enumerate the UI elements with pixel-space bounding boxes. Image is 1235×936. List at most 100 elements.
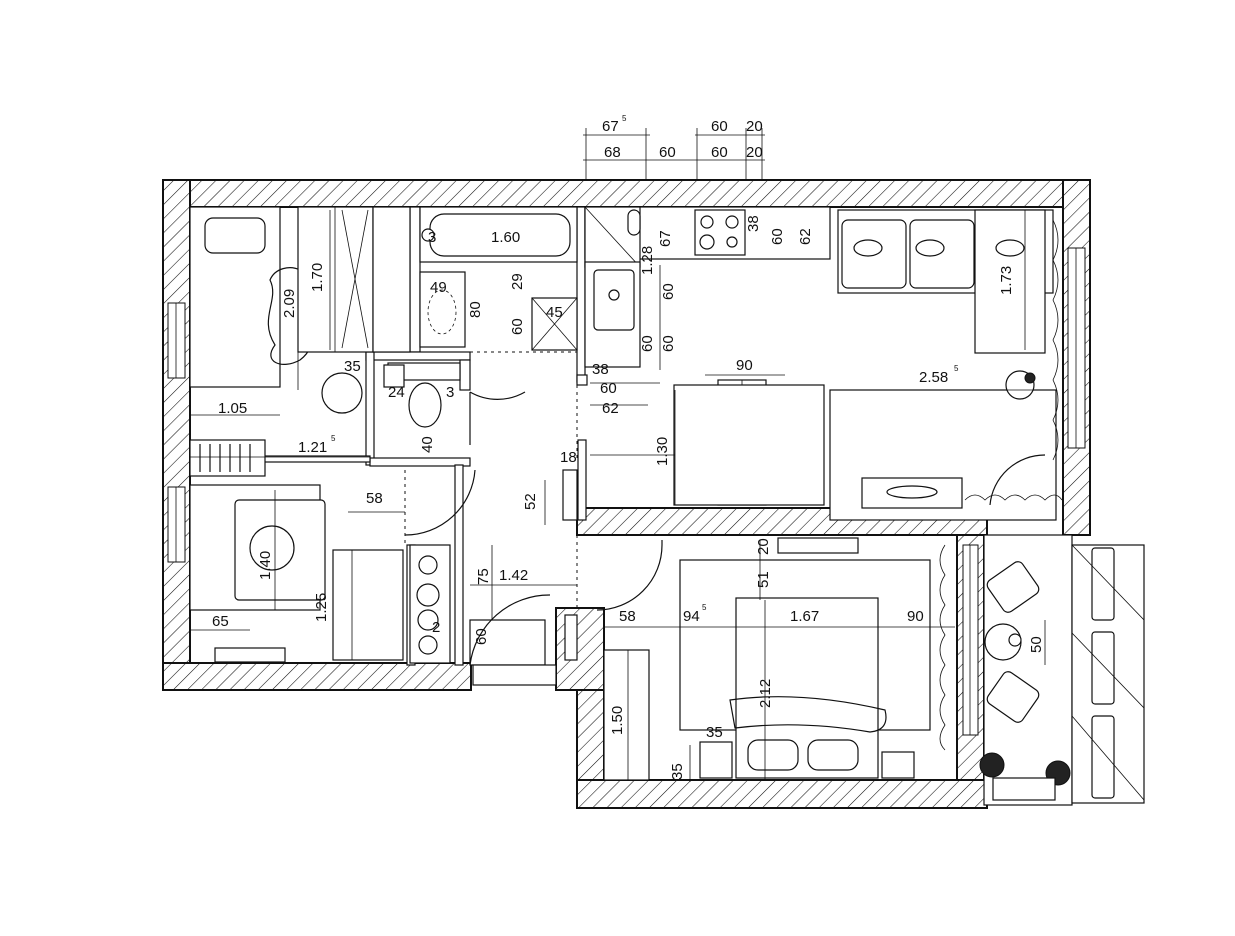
desk-chair	[249, 525, 295, 571]
dim-bath-49: 49	[430, 279, 447, 296]
wall-left	[162, 179, 191, 691]
dim-hall-142: 1.42	[499, 567, 528, 584]
balcony-chair	[986, 561, 1040, 613]
dim-bed2-58: 58	[619, 608, 636, 625]
dim-k-60d: 60	[660, 335, 677, 352]
dim-k-60e: 60	[600, 380, 617, 397]
dim-wc-35: 35	[344, 358, 361, 375]
dim-bed2-94-sup: 5	[702, 603, 707, 612]
dim-liv-258: 2.58	[919, 369, 948, 386]
washbasin-cabinet	[419, 271, 466, 348]
hob	[694, 209, 746, 256]
dimension-lines	[190, 128, 1046, 782]
dim-k-60b: 60	[660, 283, 677, 300]
dim-desk-140: 1.40	[257, 551, 274, 580]
dim-top-60c: 60	[711, 144, 728, 161]
dim-top-20b: 20	[746, 144, 763, 161]
hallway	[404, 469, 663, 686]
shelf-unit	[372, 206, 411, 353]
wardrobe-2	[603, 649, 650, 781]
wall-bottom-left	[162, 662, 472, 691]
dim-bath-3: 3	[428, 229, 436, 246]
dim-top-60b: 60	[659, 144, 676, 161]
dim-desk-58: 58	[366, 490, 383, 507]
dim-k-62b: 62	[602, 400, 619, 417]
wardrobe	[297, 206, 374, 353]
windows	[167, 247, 1086, 736]
dim-desk-65: 65	[212, 613, 229, 630]
dim-k-128: 1.28	[639, 246, 656, 275]
dim-k-60a: 60	[769, 228, 786, 245]
dim-top-20a: 20	[746, 118, 763, 135]
plant	[979, 752, 1005, 778]
dim-bath-160: 1.60	[491, 229, 520, 246]
dim-hall-75: 75	[475, 568, 492, 585]
dining-area	[673, 379, 825, 506]
dim-bed1-len: 2.09	[281, 289, 298, 318]
dim-bath-45: 45	[546, 304, 563, 321]
bedroom-main	[603, 537, 946, 781]
dim-room1-121: 1.21	[298, 439, 327, 456]
radiator	[189, 439, 266, 477]
dim-hall-52: 52	[522, 493, 539, 510]
study-room	[189, 484, 404, 663]
dim-sofa-173: 1.73	[998, 266, 1015, 295]
dim-bath-80: 80	[467, 301, 484, 318]
dim-k-62a: 62	[797, 228, 814, 245]
radiator-2	[214, 647, 286, 663]
hall-door-swing	[404, 469, 476, 536]
dim-room1-121-sup: 5	[331, 434, 336, 443]
radiator-fins	[199, 444, 251, 472]
wall-bedroom2-bottom	[576, 779, 988, 809]
toilet	[408, 382, 442, 428]
wall-top	[162, 179, 1091, 208]
dim-k-38b: 38	[592, 361, 609, 378]
wc	[383, 362, 526, 445]
wc-door-swing	[469, 391, 526, 400]
dimension-labels: 67 5 60 20 68 60 60 20 2.09 1.70 1.60 3 …	[212, 114, 1045, 780]
dim-wc-40: 40	[419, 436, 436, 453]
dim-bath-29: 29	[509, 273, 526, 290]
nightstand	[881, 751, 915, 779]
dim-bed2-150: 1.50	[609, 706, 626, 735]
dim-bed2-51: 51	[755, 571, 772, 588]
dim-top-68: 68	[604, 144, 621, 161]
dim-liv-258-sup: 5	[954, 364, 959, 373]
balcony-chair	[986, 671, 1040, 723]
dim-balc-50: 50	[1028, 636, 1045, 653]
bedroom-door-swing	[596, 544, 663, 611]
dim-bed2-167: 1.67	[790, 608, 819, 625]
dim-bed2-90: 90	[907, 608, 924, 625]
curtain-right	[1052, 219, 1059, 461]
dim-bed2-212: 2.12	[757, 679, 774, 708]
tap	[421, 228, 435, 242]
entrance-mat	[469, 619, 546, 666]
dim-hall-18: 18	[560, 449, 577, 466]
dim-liv-130: 1.30	[654, 437, 671, 466]
tv-wall	[777, 537, 859, 554]
curtain	[964, 494, 1063, 501]
dim-wc-3: 3	[446, 384, 454, 401]
pillow	[204, 217, 266, 254]
bed-blanket	[729, 696, 887, 733]
dim-table-90: 90	[736, 357, 753, 374]
balcony	[979, 534, 1145, 806]
dim-top-67-sup: 5	[622, 114, 627, 123]
lamp	[321, 372, 363, 414]
dim-bed2-35a: 35	[706, 724, 723, 741]
entrance-step	[472, 664, 557, 686]
dim-hall-60: 60	[473, 628, 490, 645]
bedroom-left	[189, 206, 411, 477]
dim-bed2-20: 20	[755, 538, 772, 555]
dim-bath-60: 60	[509, 318, 526, 335]
dim-room1-105: 1.05	[218, 400, 247, 417]
sofa-bed	[332, 549, 404, 661]
dim-wc-24: 24	[388, 384, 405, 401]
coat-rack	[562, 469, 578, 521]
planter	[992, 777, 1056, 801]
dim-desk-125: 1.25	[313, 593, 330, 622]
dim-bed2-94: 94	[683, 608, 700, 625]
entrance-door-swing	[469, 594, 551, 666]
bathroom	[419, 206, 578, 351]
